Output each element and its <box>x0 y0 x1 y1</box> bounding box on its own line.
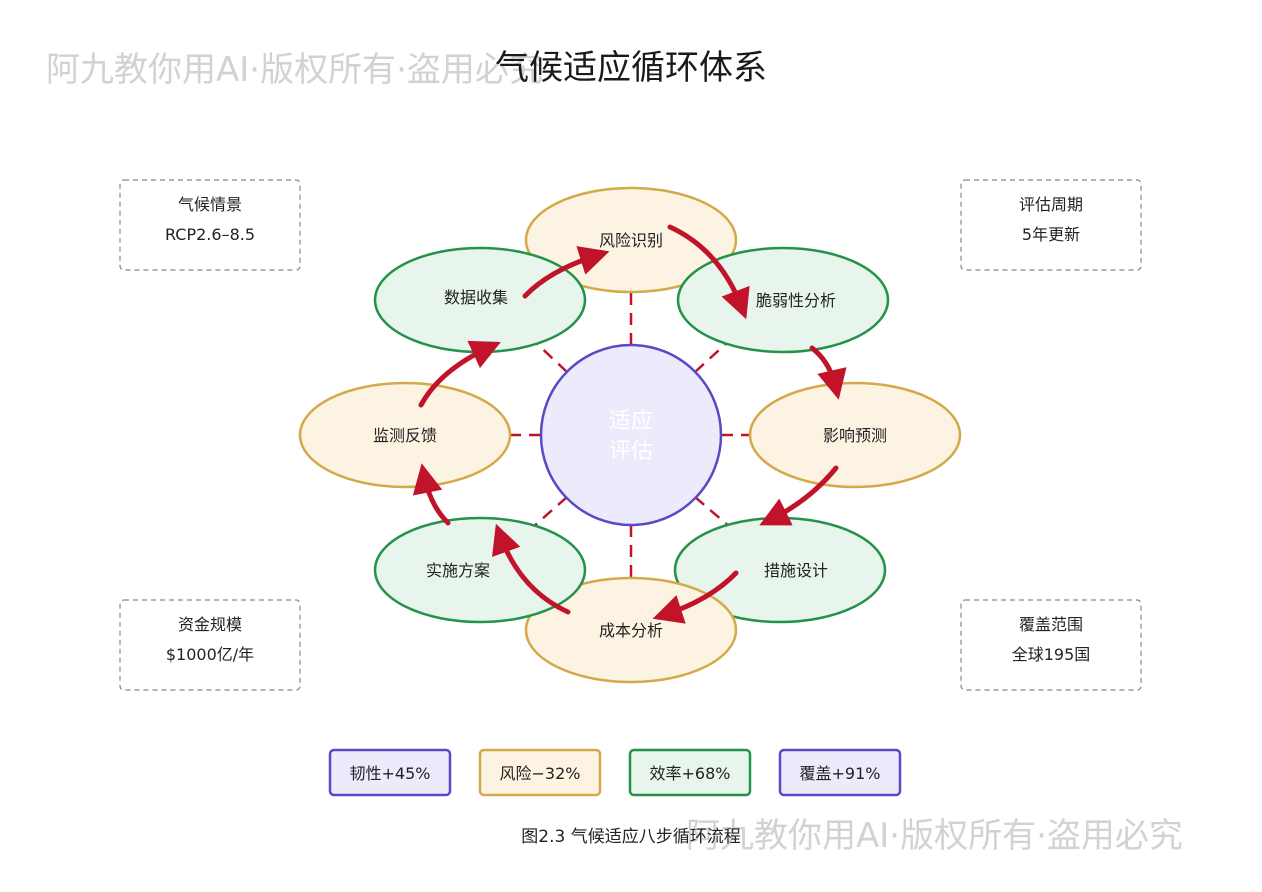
step-label: 监测反馈 <box>373 426 437 445</box>
step-label: 影响预测 <box>823 426 887 445</box>
watermark-top: 阿九教你用AI·版权所有·盗用必究 <box>46 50 543 90</box>
info-box-top-left: 气候情景 RCP2.6–8.5 <box>119 179 301 271</box>
metric-badge-coverage: 覆盖+91% <box>778 748 902 797</box>
info-box-title: 资金规模 <box>178 615 242 634</box>
info-box-value: 全球195国 <box>1012 645 1091 664</box>
info-box-value: $1000亿/年 <box>166 645 254 664</box>
step-label: 成本分析 <box>599 621 663 640</box>
step-label: 脆弱性分析 <box>756 291 836 310</box>
watermark-bottom: 阿九教你用AI·版权所有·盗用必究 <box>686 816 1183 856</box>
step-label: 风险识别 <box>599 231 663 250</box>
arrow-collection-to-risk <box>522 246 610 299</box>
arrow-impact-to-design <box>759 465 839 526</box>
info-box-title: 气候情景 <box>178 195 242 214</box>
step-node-impact-prediction: 影响预测 <box>748 381 962 489</box>
metric-label: 风险−32% <box>500 764 581 783</box>
step-label: 数据收集 <box>444 288 508 307</box>
figure-caption: 图2.3 气候适应八步循环流程 <box>521 827 741 847</box>
spoke-bottom-left <box>532 496 568 528</box>
info-box-bottom-left: 资金规模 $1000亿/年 <box>119 599 301 691</box>
page-title: 气候适应循环体系 <box>495 48 767 88</box>
arrow-vulnerability-to-impact <box>809 345 847 400</box>
step-label: 措施设计 <box>764 561 828 580</box>
arrow-design-to-cost <box>652 570 739 624</box>
step-label: 实施方案 <box>426 561 490 580</box>
arrow-monitoring-to-collection <box>418 340 501 408</box>
spoke-top-left <box>532 339 568 373</box>
metric-label: 韧性+45% <box>350 764 431 783</box>
step-node-monitoring-feedback: 监测反馈 <box>298 381 512 489</box>
step-node-data-collection: 数据收集 <box>373 246 587 354</box>
metric-badge-resilience: 韧性+45% <box>328 748 452 797</box>
spoke-top-right <box>694 339 731 373</box>
info-box-title: 覆盖范围 <box>1019 615 1083 634</box>
metric-label: 效率+68% <box>650 764 731 783</box>
info-box-top-right: 评估周期 5年更新 <box>960 179 1142 271</box>
step-node-implementation-plan: 实施方案 <box>373 516 587 624</box>
spoke-bottom-right <box>694 496 731 528</box>
center-node: 适应 评估 <box>539 343 723 527</box>
metric-badge-efficiency: 效率+68% <box>628 748 752 797</box>
info-box-value: 5年更新 <box>1022 225 1080 244</box>
spokes <box>494 293 768 578</box>
arrow-implementation-to-monitoring <box>412 463 451 526</box>
cycle-arrows <box>412 224 847 624</box>
info-box-bottom-right: 覆盖范围 全球195国 <box>960 599 1142 691</box>
center-label-line1: 适应 <box>609 409 653 434</box>
step-node-vulnerability-analysis: 脆弱性分析 <box>676 246 890 354</box>
metric-label: 覆盖+91% <box>800 764 881 783</box>
arrow-cost-to-implementation <box>492 523 571 615</box>
info-box-title: 评估周期 <box>1019 195 1083 214</box>
arrow-risk-to-vulnerability <box>667 224 750 320</box>
metric-badge-risk: 风险−32% <box>478 748 602 797</box>
center-label-line2: 评估 <box>609 439 653 464</box>
info-box-value: RCP2.6–8.5 <box>165 225 255 244</box>
